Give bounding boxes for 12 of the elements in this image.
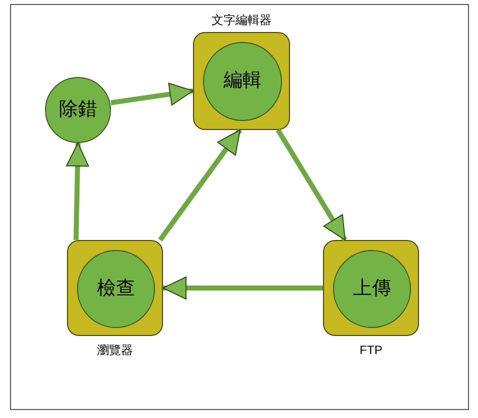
node-label: 上傳 [353, 276, 391, 301]
node-label: 除錯 [59, 98, 97, 122]
arrow [158, 128, 242, 242]
arrow [162, 276, 323, 300]
arrow [110, 82, 194, 106]
node-heading: 瀏覽器 [97, 342, 133, 359]
arrow [66, 142, 90, 240]
node-heading: 文字編輯器 [212, 12, 272, 29]
node-label: 編輯 [224, 69, 262, 94]
node-heading: FTP [360, 342, 382, 359]
node-label: 檢查 [97, 276, 135, 301]
arrow [276, 128, 348, 242]
